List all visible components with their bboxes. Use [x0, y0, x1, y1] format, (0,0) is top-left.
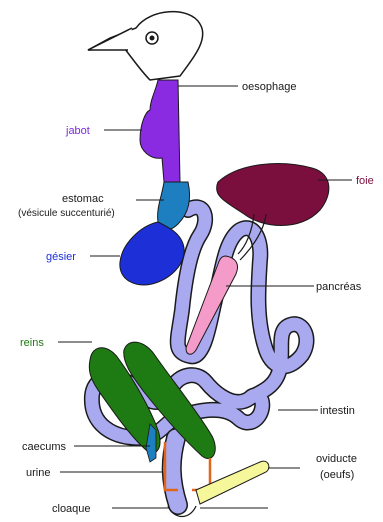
label-oviducte: oviducte — [316, 453, 357, 465]
label-caecums: caecums — [22, 441, 67, 453]
bird-head — [88, 12, 203, 80]
label-jabot: jabot — [65, 125, 90, 137]
label-oviducte-sub: (oeufs) — [320, 469, 354, 481]
label-estomac-sub: (vésicule succenturié) — [18, 208, 115, 219]
label-intestin: intestin — [320, 405, 355, 417]
label-cloaque: cloaque — [52, 503, 91, 515]
foie-shape — [217, 164, 329, 226]
gesier-shape — [120, 222, 184, 285]
label-urine: urine — [26, 467, 50, 479]
eye-pupil — [150, 36, 155, 41]
oesophage-jabot-shape — [140, 80, 180, 182]
label-oesophage: oesophage — [242, 81, 296, 93]
label-pancreas: pancréas — [316, 281, 362, 293]
oviducte-shape — [196, 461, 269, 504]
label-gesier: gésier — [46, 251, 76, 263]
beak — [88, 28, 132, 50]
estomac-shape — [158, 182, 190, 230]
rectum-inner — [172, 438, 178, 505]
label-estomac: estomac — [62, 193, 104, 205]
label-foie: foie — [356, 175, 374, 187]
label-reins: reins — [20, 337, 44, 349]
